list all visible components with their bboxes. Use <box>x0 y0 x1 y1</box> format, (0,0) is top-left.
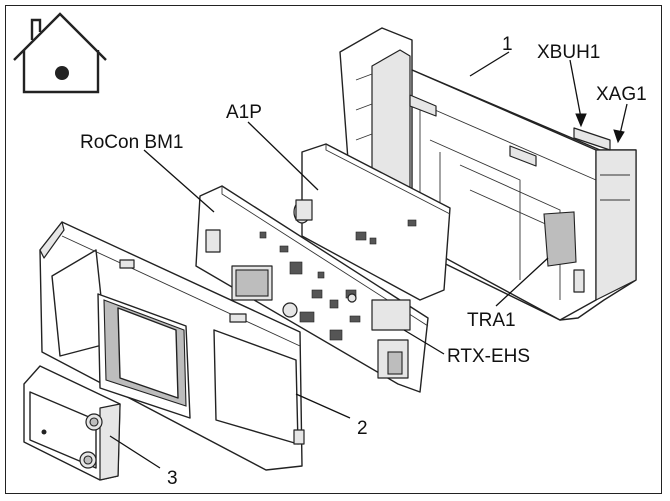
rocon-bm1-board <box>195 185 429 393</box>
label-rocon-bm1: RoCon BM1 <box>80 132 184 153</box>
front-panel-part-2 <box>39 221 305 471</box>
control-unit-part-3 <box>23 365 121 481</box>
a1p-board <box>293 143 451 301</box>
label-part-1: 1 <box>502 34 513 55</box>
leader-lines <box>109 51 628 469</box>
label-part-2: 2 <box>357 418 368 439</box>
house-icon <box>13 12 107 94</box>
label-xag1: XAG1 <box>596 84 647 105</box>
label-part-3: 3 <box>167 468 178 489</box>
label-rtx-ehs: RTX-EHS <box>447 346 530 367</box>
label-tra1: TRA1 <box>467 310 516 331</box>
label-xbuh1: XBUH1 <box>537 42 600 63</box>
label-a1p: A1P <box>226 102 262 123</box>
